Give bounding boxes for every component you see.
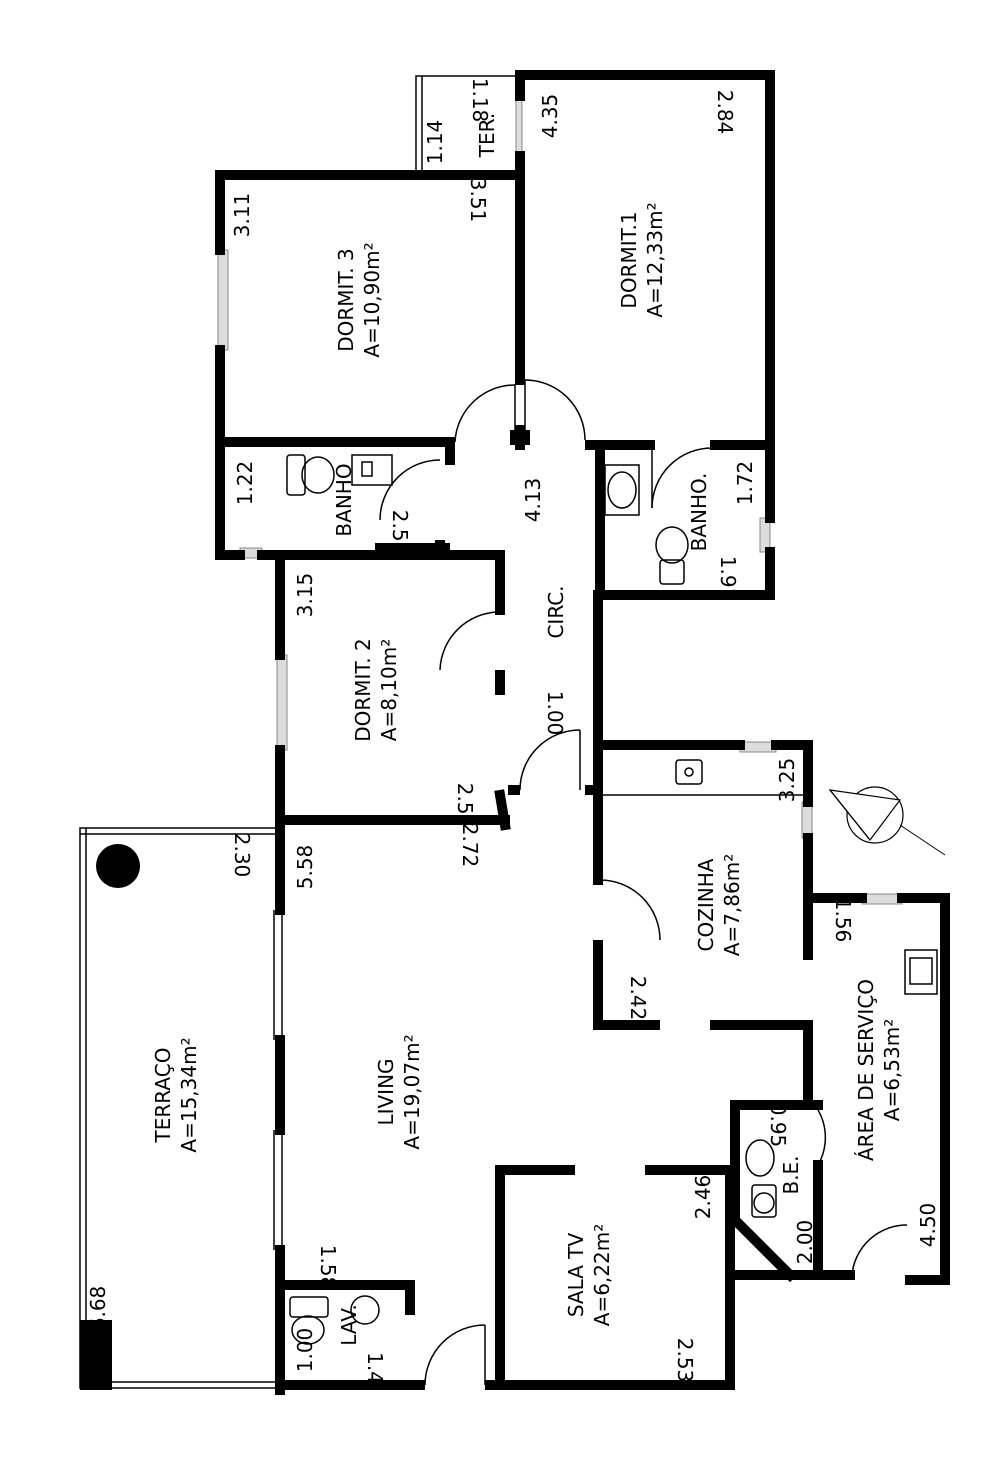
room-labels: DORMIT. 3 A=10,90m² DORMIT.1 A=12,33m² D… xyxy=(151,113,904,1346)
room-ter-name: TER. xyxy=(475,113,499,158)
dimension-label: 3.25 xyxy=(775,758,799,803)
windows xyxy=(217,95,903,905)
room-living-name: LIVING xyxy=(374,1058,398,1125)
toilet-icon xyxy=(745,1139,777,1218)
thin-lines xyxy=(79,75,805,1389)
dimension-label: 1.56 xyxy=(831,898,855,943)
laundry-tank-icon xyxy=(904,949,938,995)
room-area-servico-area: A=6,53m² xyxy=(880,1019,904,1121)
room-sala-tv-area: A=6,22m² xyxy=(590,1224,614,1326)
room-be-name: B.E. xyxy=(779,1155,803,1194)
dimension-label: 1.4 xyxy=(363,1352,387,1384)
dimension-label: 1.58 xyxy=(316,1245,340,1290)
dimension-label: 1.91 xyxy=(716,556,740,601)
dimension-label: 2.55 xyxy=(388,510,412,555)
room-dormit1-area: A=12,33m² xyxy=(643,202,667,317)
room-dormit2-name: DORMIT. 2 xyxy=(351,638,375,741)
dimension-label: 1.18 xyxy=(468,78,492,123)
sink-icon xyxy=(604,464,640,516)
dimension-label: 4.13 xyxy=(521,478,545,523)
toilet-icon xyxy=(289,1296,329,1345)
doors xyxy=(379,379,908,1386)
room-dormit2-area: A=8,10m² xyxy=(377,639,401,741)
dimension-label: 2.72 xyxy=(458,823,482,868)
room-sala-tv-name: SALA TV xyxy=(564,1233,588,1318)
north-compass-icon xyxy=(828,786,946,856)
wall-blocks xyxy=(80,430,603,1390)
dimension-label: 2.46 xyxy=(691,1175,715,1220)
dimension-label: 2.53 xyxy=(673,1338,697,1383)
room-circ-name: CIRC. xyxy=(544,585,568,638)
room-banho-right-name: BANHO. xyxy=(687,473,711,552)
dimension-label: 1.72 xyxy=(733,461,757,506)
dimension-label: 3.51 xyxy=(466,178,490,223)
walls xyxy=(215,70,950,1395)
sink-icon xyxy=(350,1295,380,1325)
room-cozinha-area: A=7,86m² xyxy=(720,854,744,956)
dimension-label: 2.30 xyxy=(230,833,254,878)
dimension-label: 2.57 xyxy=(453,783,477,828)
dimension-label: 2.84 xyxy=(713,90,737,135)
room-cozinha-name: COZINHA xyxy=(694,858,718,951)
kitchen-sink-icon xyxy=(675,759,703,785)
dimension-label: 3.11 xyxy=(230,193,254,238)
dimension-label: 1.22 xyxy=(233,461,257,506)
dimension-label: 1.00 xyxy=(543,691,567,736)
room-dormit1-name: DORMIT.1 xyxy=(617,211,641,308)
dimension-label: 4.50 xyxy=(916,1203,940,1248)
dimension-label: 2.42 xyxy=(626,976,650,1021)
dimension-label: 2.00 xyxy=(793,1220,817,1265)
dimension-label: 1.14 xyxy=(423,120,447,165)
dimension-labels: 1.14 4.35 3.11 1.22 4.13 1.72 3.15 3.25 … xyxy=(86,78,940,1384)
room-banho-left-name: BANHO xyxy=(332,463,356,536)
toilet-icon xyxy=(655,526,689,585)
dimension-label: 0.95 xyxy=(766,1103,790,1148)
barbecue-icon xyxy=(96,844,140,888)
room-lav-name: LAV. xyxy=(337,1304,361,1345)
dimension-label: 6.68 xyxy=(86,1286,110,1331)
dimension-label: 4.35 xyxy=(538,94,562,139)
room-dormit3-name: DORMIT. 3 xyxy=(334,248,358,351)
dimension-label: 1.00 xyxy=(293,1328,317,1373)
sink-icon xyxy=(351,454,393,486)
room-dormit3-area: A=10,90m² xyxy=(360,242,384,357)
room-terraco-name: TERRAÇO xyxy=(151,1048,175,1144)
toilet-icon xyxy=(286,454,335,496)
dimension-label: 5.58 xyxy=(293,845,317,890)
fixtures xyxy=(286,454,938,1345)
room-living-area: A=19,07m² xyxy=(400,1034,424,1149)
room-terraco-area: A=15,34m² xyxy=(177,1037,201,1152)
dimension-label: 3.15 xyxy=(293,573,317,618)
room-area-servico-name: ÁREA DE SERVIÇO xyxy=(854,979,878,1161)
